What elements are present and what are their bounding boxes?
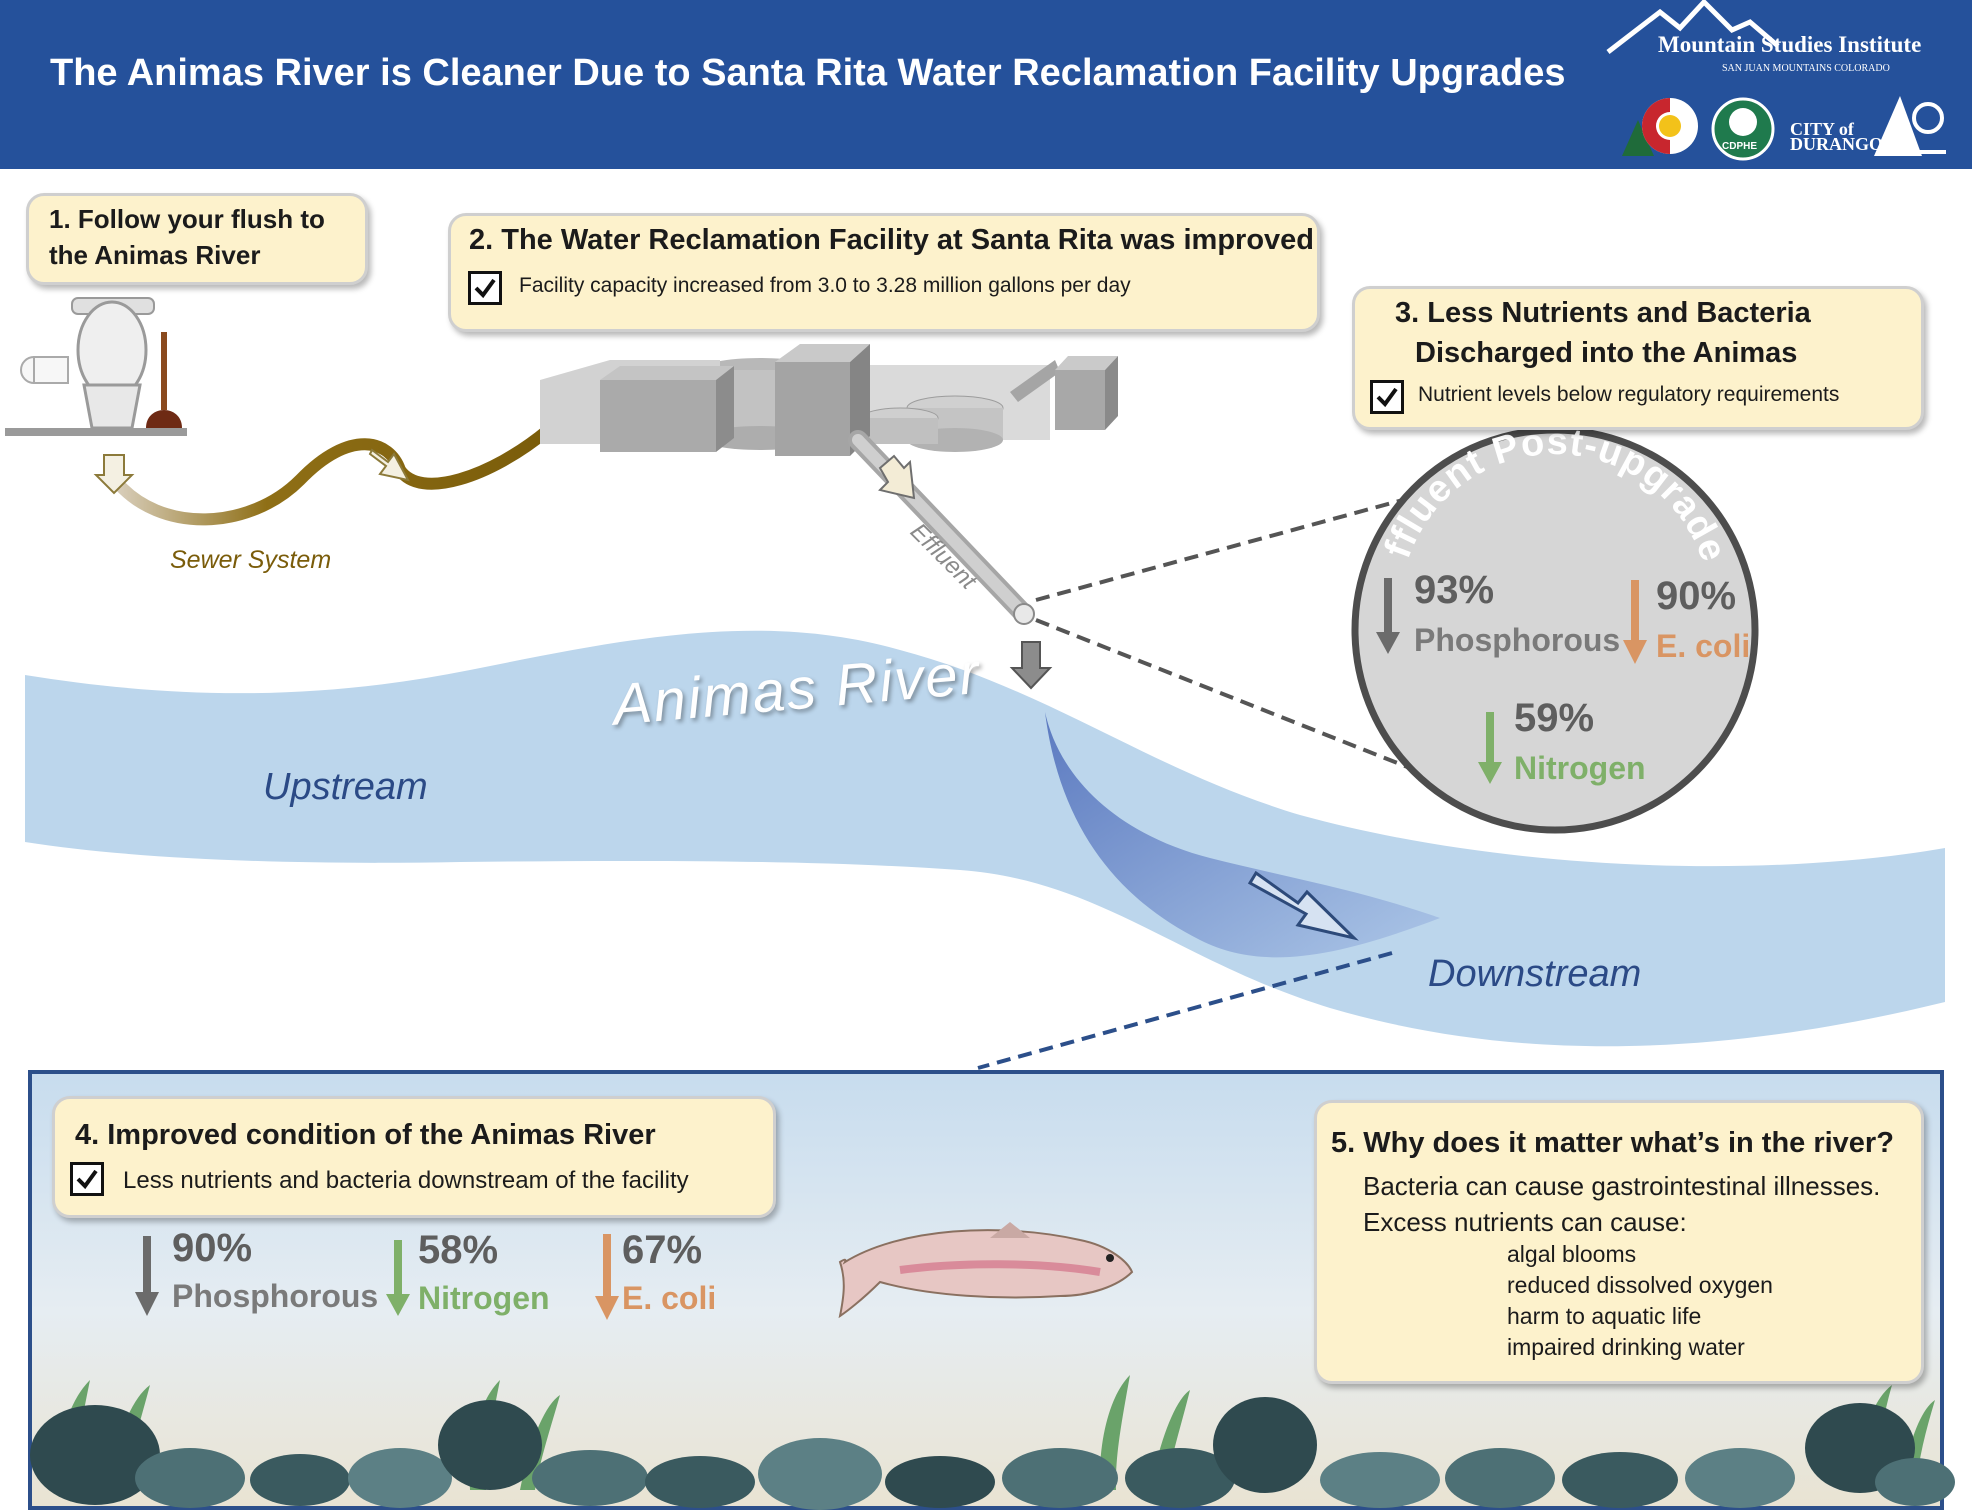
river-rocks-icon [30,1397,1955,1510]
step4-phosphorous-label: Phosphorous [172,1278,379,1314]
logo-durango-line2: DURANGO [1790,134,1883,154]
circle-nitrogen-value: 59% [1514,696,1595,740]
stat-nitrogen-arrow-icon [386,1240,410,1316]
bullet-algal-blooms: algal blooms [1507,1241,1637,1267]
callout-line-top [1035,496,1411,602]
step4-title: 4. Improved condition of the Animas Rive… [75,1119,656,1151]
mountain-logo-icon [1606,0,1780,54]
logo-durango-line1: CITY of [1790,119,1854,139]
circle-nitrogen-label: Nitrogen [1514,750,1646,786]
trout-fish-icon [838,1222,1134,1319]
step5-box: 5. Why does it matter what’s in the rive… [1314,1100,1924,1384]
circle-phosphorous-label: Phosphorous [1414,622,1621,658]
effluent-plume [1045,712,1440,958]
step5-line2: Excess nutrients can cause: [1363,1207,1687,1237]
logo-msi-sub: SAN JUAN MOUNTAINS COLORADO [1722,63,1890,74]
step4-nitrogen-value: 58% [418,1228,499,1272]
step3-title-line1: 3. Less Nutrients and Bacteria [1395,297,1811,329]
step4-nitrogen-label: Nitrogen [418,1280,550,1316]
stat-phosphorous-arrow-icon [135,1236,159,1316]
step2-checkbox-icon [468,271,502,305]
step4-ecoli-value: 67% [622,1228,703,1272]
step1-title-line1: 1. Follow your flush to [49,204,325,234]
step4-phosphorous-value: 90% [172,1226,253,1270]
header-banner: The Animas River is Cleaner Due to Santa… [0,0,1972,169]
outfall-arrow-down-icon [1009,641,1053,690]
downstream-label: Downstream [1428,953,1642,995]
step3-box: 3. Less Nutrients and Bacteria Discharge… [1352,286,1924,430]
sewer-pipe [109,424,554,526]
effluent-circle [1351,426,1759,834]
step2-box: 2. The Water Reclamation Facility at San… [448,213,1320,332]
step5-title: 5. Why does it matter what’s in the rive… [1331,1127,1894,1159]
toilet-icon [5,297,187,436]
logo-msi-name: Mountain Studies Institute [1658,32,1922,57]
bullet-dissolved-oxygen: reduced dissolved oxygen [1507,1272,1773,1298]
durango-logo-icon [1874,96,1946,156]
stat-ecoli-arrow-icon [595,1234,619,1320]
step4-text: Less nutrients and bacteria downstream o… [123,1167,689,1194]
circle-nitrogen-arrow-icon [1478,712,1502,784]
callout-line-downstream [977,951,1393,1070]
step2-text: Facility capacity increased from 3.0 to … [519,274,1131,297]
river-shape [25,630,1945,1047]
step3-checkbox-icon [1370,380,1404,414]
step4-box: 4. Improved condition of the Animas Rive… [52,1096,776,1218]
effluent-arrow-icon [878,454,916,500]
callout-line-bottom [1035,618,1411,770]
flow-arrow-icon [1247,870,1359,941]
circle-phosphorous-value: 93% [1414,568,1495,612]
step4-ecoli-label: E. coli [622,1280,717,1316]
cdphe-logo-icon [1711,97,1775,161]
circle-ecoli-value: 90% [1656,574,1737,618]
step5-line1: Bacteria can cause gastrointestinal illn… [1363,1171,1881,1201]
circle-ecoli-label: E. coli [1656,628,1751,664]
plunger-icon [146,332,182,428]
step4-checkbox-icon [70,1162,104,1196]
sewer-arrow-down-icon [93,454,135,495]
step1-title-line2: the Animas River [49,240,261,270]
step2-title: 2. The Water Reclamation Facility at San… [469,224,1315,256]
page-title: The Animas River is Cleaner Due to Santa… [50,52,1566,94]
circle-ecoli-arrow-icon [1623,580,1647,664]
colorado-logo-icon [1622,98,1698,156]
toilet-paper-icon [20,356,69,384]
facility-buildings-icon [540,344,1118,456]
logo-cdphe-text: CDPHE [1722,141,1758,152]
upstream-label: Upstream [263,766,428,808]
sewer-system-label: Sewer System [170,546,332,574]
step3-title-line2: Discharged into the Animas [1415,337,1798,369]
step3-text: Nutrient levels below regulatory require… [1418,383,1840,406]
circle-phosphorous-arrow-icon [1376,578,1400,654]
bullet-drinking-water: impaired drinking water [1507,1334,1745,1360]
sewer-arrow-right-icon [368,448,410,482]
step1-box: 1. Follow your flush to the Animas River [26,193,368,285]
bullet-aquatic-life: harm to aquatic life [1507,1303,1702,1329]
